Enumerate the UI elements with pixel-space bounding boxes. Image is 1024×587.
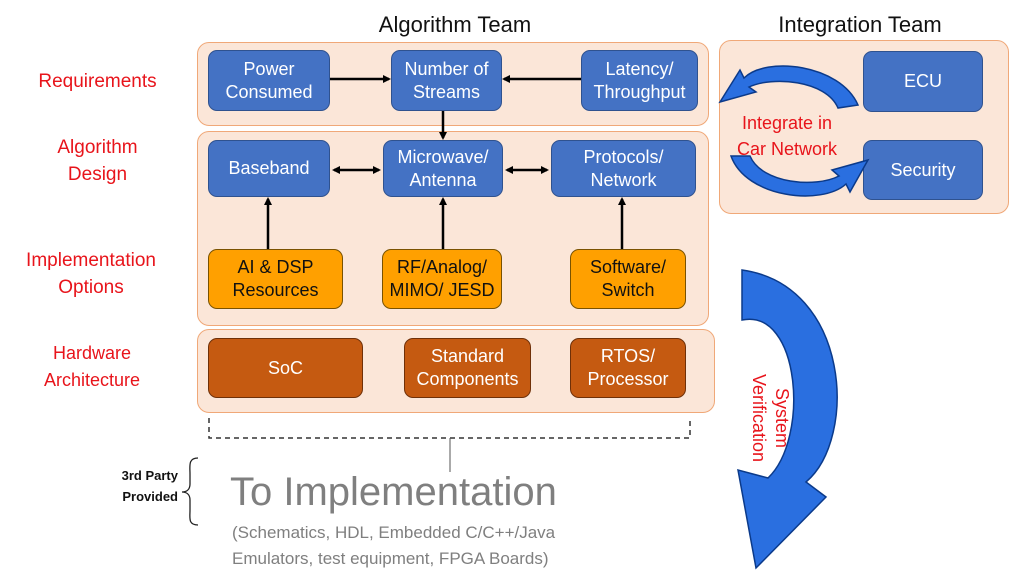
system-verification-label: System Verification [747, 348, 793, 488]
row-label-line: Options [58, 277, 124, 298]
rf-analog-mimo-box: RF/Analog/ MIMO/ JESD [382, 249, 502, 309]
cycle-arrow-bottom [729, 155, 870, 197]
integrate-car-network-label: Integrate in Car Network [724, 110, 850, 162]
box-line: Switch [601, 280, 655, 300]
row-label-line: Algorithm [57, 137, 138, 158]
box-line: Components [416, 369, 519, 389]
rtos-processor-box: RTOS/ Processor [570, 338, 686, 398]
ai-dsp-resources-box: AI & DSP Resources [208, 249, 343, 309]
box-line: Network [590, 169, 657, 190]
row-label-line: Hardware [52, 343, 132, 363]
box-line: Latency/ [605, 58, 674, 79]
box-line: Standard [430, 346, 505, 366]
row-label-line: 3rd Party [121, 468, 178, 483]
row-label-implementation-options: Implementation Options [0, 247, 182, 301]
cycle-arrows-icon [718, 65, 870, 197]
row-label-line: Architecture [43, 370, 141, 390]
cycle-arrow-top [718, 65, 860, 109]
protocols-network-box: Protocols/ Network [551, 140, 696, 197]
to-implementation-title: To Implementation [230, 470, 557, 514]
box-line: Power [243, 58, 295, 79]
detail-line: (Schematics, HDL, Embedded C/C++/Java [232, 523, 556, 542]
microwave-antenna-box: Microwave/ Antenna [383, 140, 503, 197]
third-party-label: 3rd Party Provided [68, 465, 178, 507]
third-party-brace [181, 457, 199, 526]
row-label-line: Provided [122, 489, 178, 504]
soc-box: SoC [208, 338, 363, 398]
row-label-requirements-text: Requirements [38, 71, 157, 92]
box-line: ECU [903, 71, 942, 91]
software-switch-box: Software/ Switch [570, 249, 686, 309]
algorithm-team-title: Algorithm Team [378, 12, 532, 37]
row-label-line: Integrate in [741, 113, 833, 133]
ecu-box: ECU [863, 51, 983, 112]
baseband-box: Baseband [208, 140, 330, 197]
box-line: Throughput [593, 81, 686, 102]
box-line: SoC [267, 357, 303, 378]
box-line: Baseband [228, 158, 310, 178]
row-label-algorithm-design: Algorithm Design [0, 134, 195, 188]
security-box: Security [863, 140, 983, 200]
row-label-line: Verification [749, 373, 769, 463]
hardware-dashed-bracket [208, 418, 691, 439]
row-label-line: System [772, 387, 792, 448]
row-label-line: Implementation [26, 250, 156, 271]
number-of-streams-box: Number of Streams [391, 50, 502, 111]
latency-throughput-box: Latency/ Throughput [581, 50, 698, 111]
standard-components-box: Standard Components [404, 338, 531, 398]
to-implementation-details: (Schematics, HDL, Embedded C/C++/Java Em… [232, 520, 652, 572]
box-line: Microwave/ [397, 146, 489, 167]
box-line: Processor [587, 369, 669, 389]
box-line: RTOS/ [600, 346, 656, 366]
row-label-hardware-architecture: Hardware Architecture [0, 340, 184, 394]
box-line: Number of [404, 58, 489, 79]
box-line: Software/ [589, 257, 667, 277]
box-line: Streams [412, 81, 480, 102]
verification-arrow-icon [737, 269, 838, 570]
box-line: AI & DSP [237, 257, 314, 277]
box-line: Resources [232, 280, 319, 300]
row-label-line: Design [67, 164, 128, 185]
box-line: Consumed [225, 81, 313, 102]
power-consumed-box: Power Consumed [208, 50, 330, 111]
box-line: Antenna [409, 169, 477, 190]
box-line: MIMO/ JESD [389, 280, 495, 300]
row-label-line: Car Network [736, 139, 838, 159]
box-line: Security [890, 159, 956, 180]
box-line: Protocols/ [583, 146, 664, 167]
detail-line: Emulators, test equipment, FPGA Boards) [232, 549, 549, 568]
integration-team-title: Integration Team [778, 12, 942, 37]
box-line: RF/Analog/ [396, 257, 488, 277]
row-label-requirements: Requirements [0, 68, 195, 95]
